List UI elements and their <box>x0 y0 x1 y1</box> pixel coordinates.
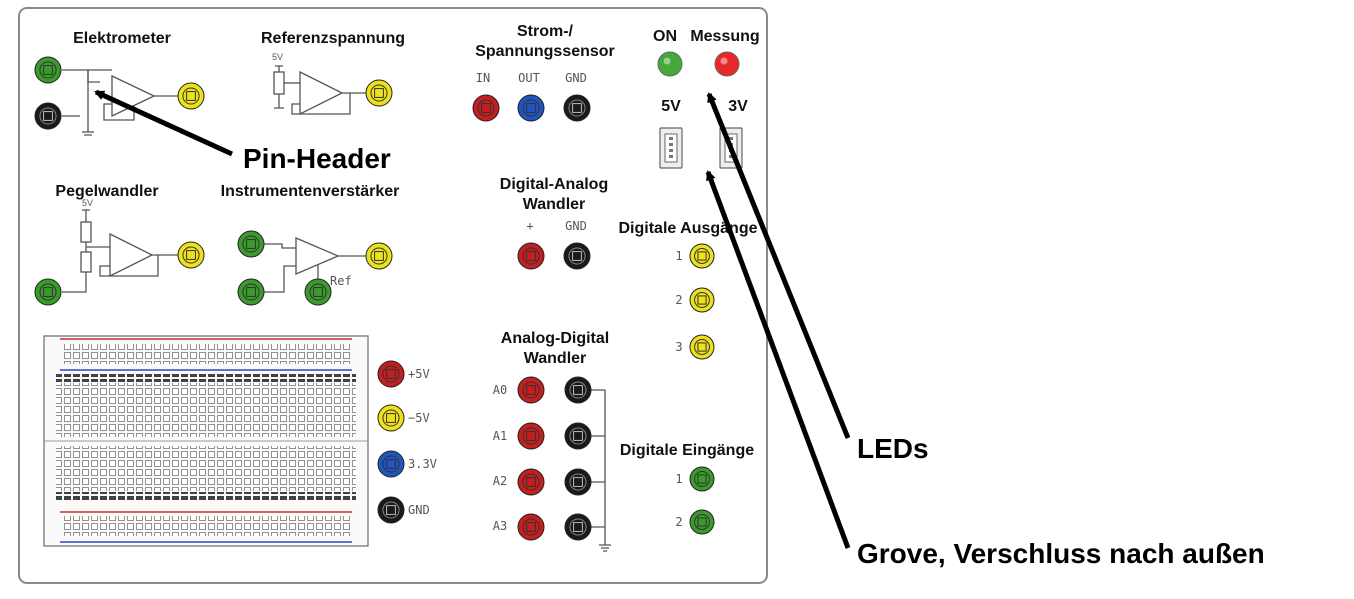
supply-33-socket[interactable] <box>377 450 405 478</box>
leds-annotation: LEDs <box>857 433 929 464</box>
digital-input-2-socket[interactable] <box>689 509 715 535</box>
ref-label: Ref <box>330 274 352 288</box>
elektrometer-gnd-socket[interactable] <box>34 102 62 130</box>
pegelwandler-input-socket[interactable] <box>34 278 62 306</box>
title-referenzspannung: Referenzspannung <box>261 30 405 47</box>
instrumentenverstaerker-ref-socket[interactable] <box>304 278 332 306</box>
title-digitale-ausgaenge: Digitale Ausgänge <box>619 220 758 237</box>
supply-m5-socket[interactable] <box>377 404 405 432</box>
adc-a1-gnd-socket[interactable] <box>564 422 592 450</box>
supply-p5-label: +5V <box>408 367 430 381</box>
adc-a0-socket[interactable] <box>517 376 545 404</box>
dac-plus-socket[interactable] <box>517 242 545 270</box>
instrumentenverstaerker-output-socket[interactable] <box>365 242 393 270</box>
title-pegelwandler: Pegelwandler <box>55 183 158 200</box>
title-dac-line2: Wandler <box>523 196 586 213</box>
title-adc-line1: Analog-Digital <box>501 330 609 347</box>
title-adc-line2: Wandler <box>524 350 587 367</box>
title-strom-line1: Strom-/ <box>517 23 574 40</box>
pin-header-arrow <box>94 89 234 157</box>
title-5v: 5V <box>661 98 681 115</box>
di2-label: 2 <box>675 515 682 529</box>
strom-out-socket[interactable] <box>517 94 545 122</box>
pegelwandler-schematic: 5V <box>62 198 178 293</box>
adc-a0-gnd-socket[interactable] <box>564 376 592 404</box>
strom-out-label: OUT <box>518 71 540 85</box>
pegelwandler-output-socket[interactable] <box>177 241 205 269</box>
adc-a1-socket[interactable] <box>517 422 545 450</box>
pin-header-annotation: Pin-Header <box>243 143 391 174</box>
adc-a3-gnd-socket[interactable] <box>564 513 592 541</box>
annotation-layer: Pin-Header LEDs Grove, Verschluss nach a… <box>94 89 1265 569</box>
adc-a2-gnd-socket[interactable] <box>564 468 592 496</box>
digital-input-1-socket[interactable] <box>689 466 715 492</box>
instrumentenverstaerker-input2-socket[interactable] <box>237 278 265 306</box>
digital-output-3-socket[interactable] <box>689 334 715 360</box>
elektrometer-input-socket[interactable] <box>34 56 62 84</box>
leds-arrow <box>706 92 851 439</box>
supply-gnd-label: GND <box>408 503 430 517</box>
messung-led <box>714 51 740 77</box>
title-instrumentenverstaerker: Instrumentenverstärker <box>221 183 400 200</box>
referenzspannung-output-socket[interactable] <box>365 79 393 107</box>
adc-a2-socket[interactable] <box>517 468 545 496</box>
strom-gnd-label: GND <box>565 71 587 85</box>
title-messung: Messung <box>690 28 759 45</box>
title-on: ON <box>653 28 677 45</box>
elektrometer-output-socket[interactable] <box>177 82 205 110</box>
supply-p5-socket[interactable] <box>377 360 405 388</box>
instrumentenverstaerker-input1-socket[interactable] <box>237 230 265 258</box>
digital-output-2-socket[interactable] <box>689 287 715 313</box>
strom-in-label: IN <box>476 71 490 85</box>
breadboard <box>43 335 369 547</box>
title-dac-line1: Digital-Analog <box>500 176 608 193</box>
grove-5v-connector[interactable] <box>659 127 683 169</box>
title-strom-line2: Spannungssensor <box>475 43 615 60</box>
on-led <box>657 51 683 77</box>
dac-plus-label: + <box>526 219 533 233</box>
strom-gnd-socket[interactable] <box>563 94 591 122</box>
digital-output-1-socket[interactable] <box>689 243 715 269</box>
referenzspannung-schematic: 5V <box>272 52 366 116</box>
socket-layer <box>34 51 743 541</box>
strom-in-socket[interactable] <box>472 94 500 122</box>
title-digitale-eingaenge: Digitale Eingänge <box>620 442 754 459</box>
title-elektrometer: Elektrometer <box>73 30 171 47</box>
do3-label: 3 <box>675 340 682 354</box>
di1-label: 1 <box>675 472 682 486</box>
adc-a3-label: A3 <box>493 519 507 533</box>
supply-m5-label: −5V <box>408 411 430 425</box>
adc-a2-label: A2 <box>493 474 507 488</box>
supply-gnd-socket[interactable] <box>377 496 405 524</box>
instrumentenverstaerker-schematic: Ref <box>264 237 366 293</box>
adc-a0-label: A0 <box>493 383 507 397</box>
grove-arrow <box>705 170 851 549</box>
adc-a3-socket[interactable] <box>517 513 545 541</box>
title-3v: 3V <box>728 98 748 115</box>
do1-label: 1 <box>675 249 682 263</box>
ref-5v-label: 5V <box>272 52 283 62</box>
dac-gnd-socket[interactable] <box>563 242 591 270</box>
adc-a1-label: A1 <box>493 429 507 443</box>
peg-5v-label: 5V <box>82 198 93 208</box>
dac-gnd-label: GND <box>565 219 587 233</box>
grove-annotation: Grove, Verschluss nach außen <box>857 538 1265 569</box>
do2-label: 2 <box>675 293 682 307</box>
supply-33-label: 3.3V <box>408 457 437 471</box>
